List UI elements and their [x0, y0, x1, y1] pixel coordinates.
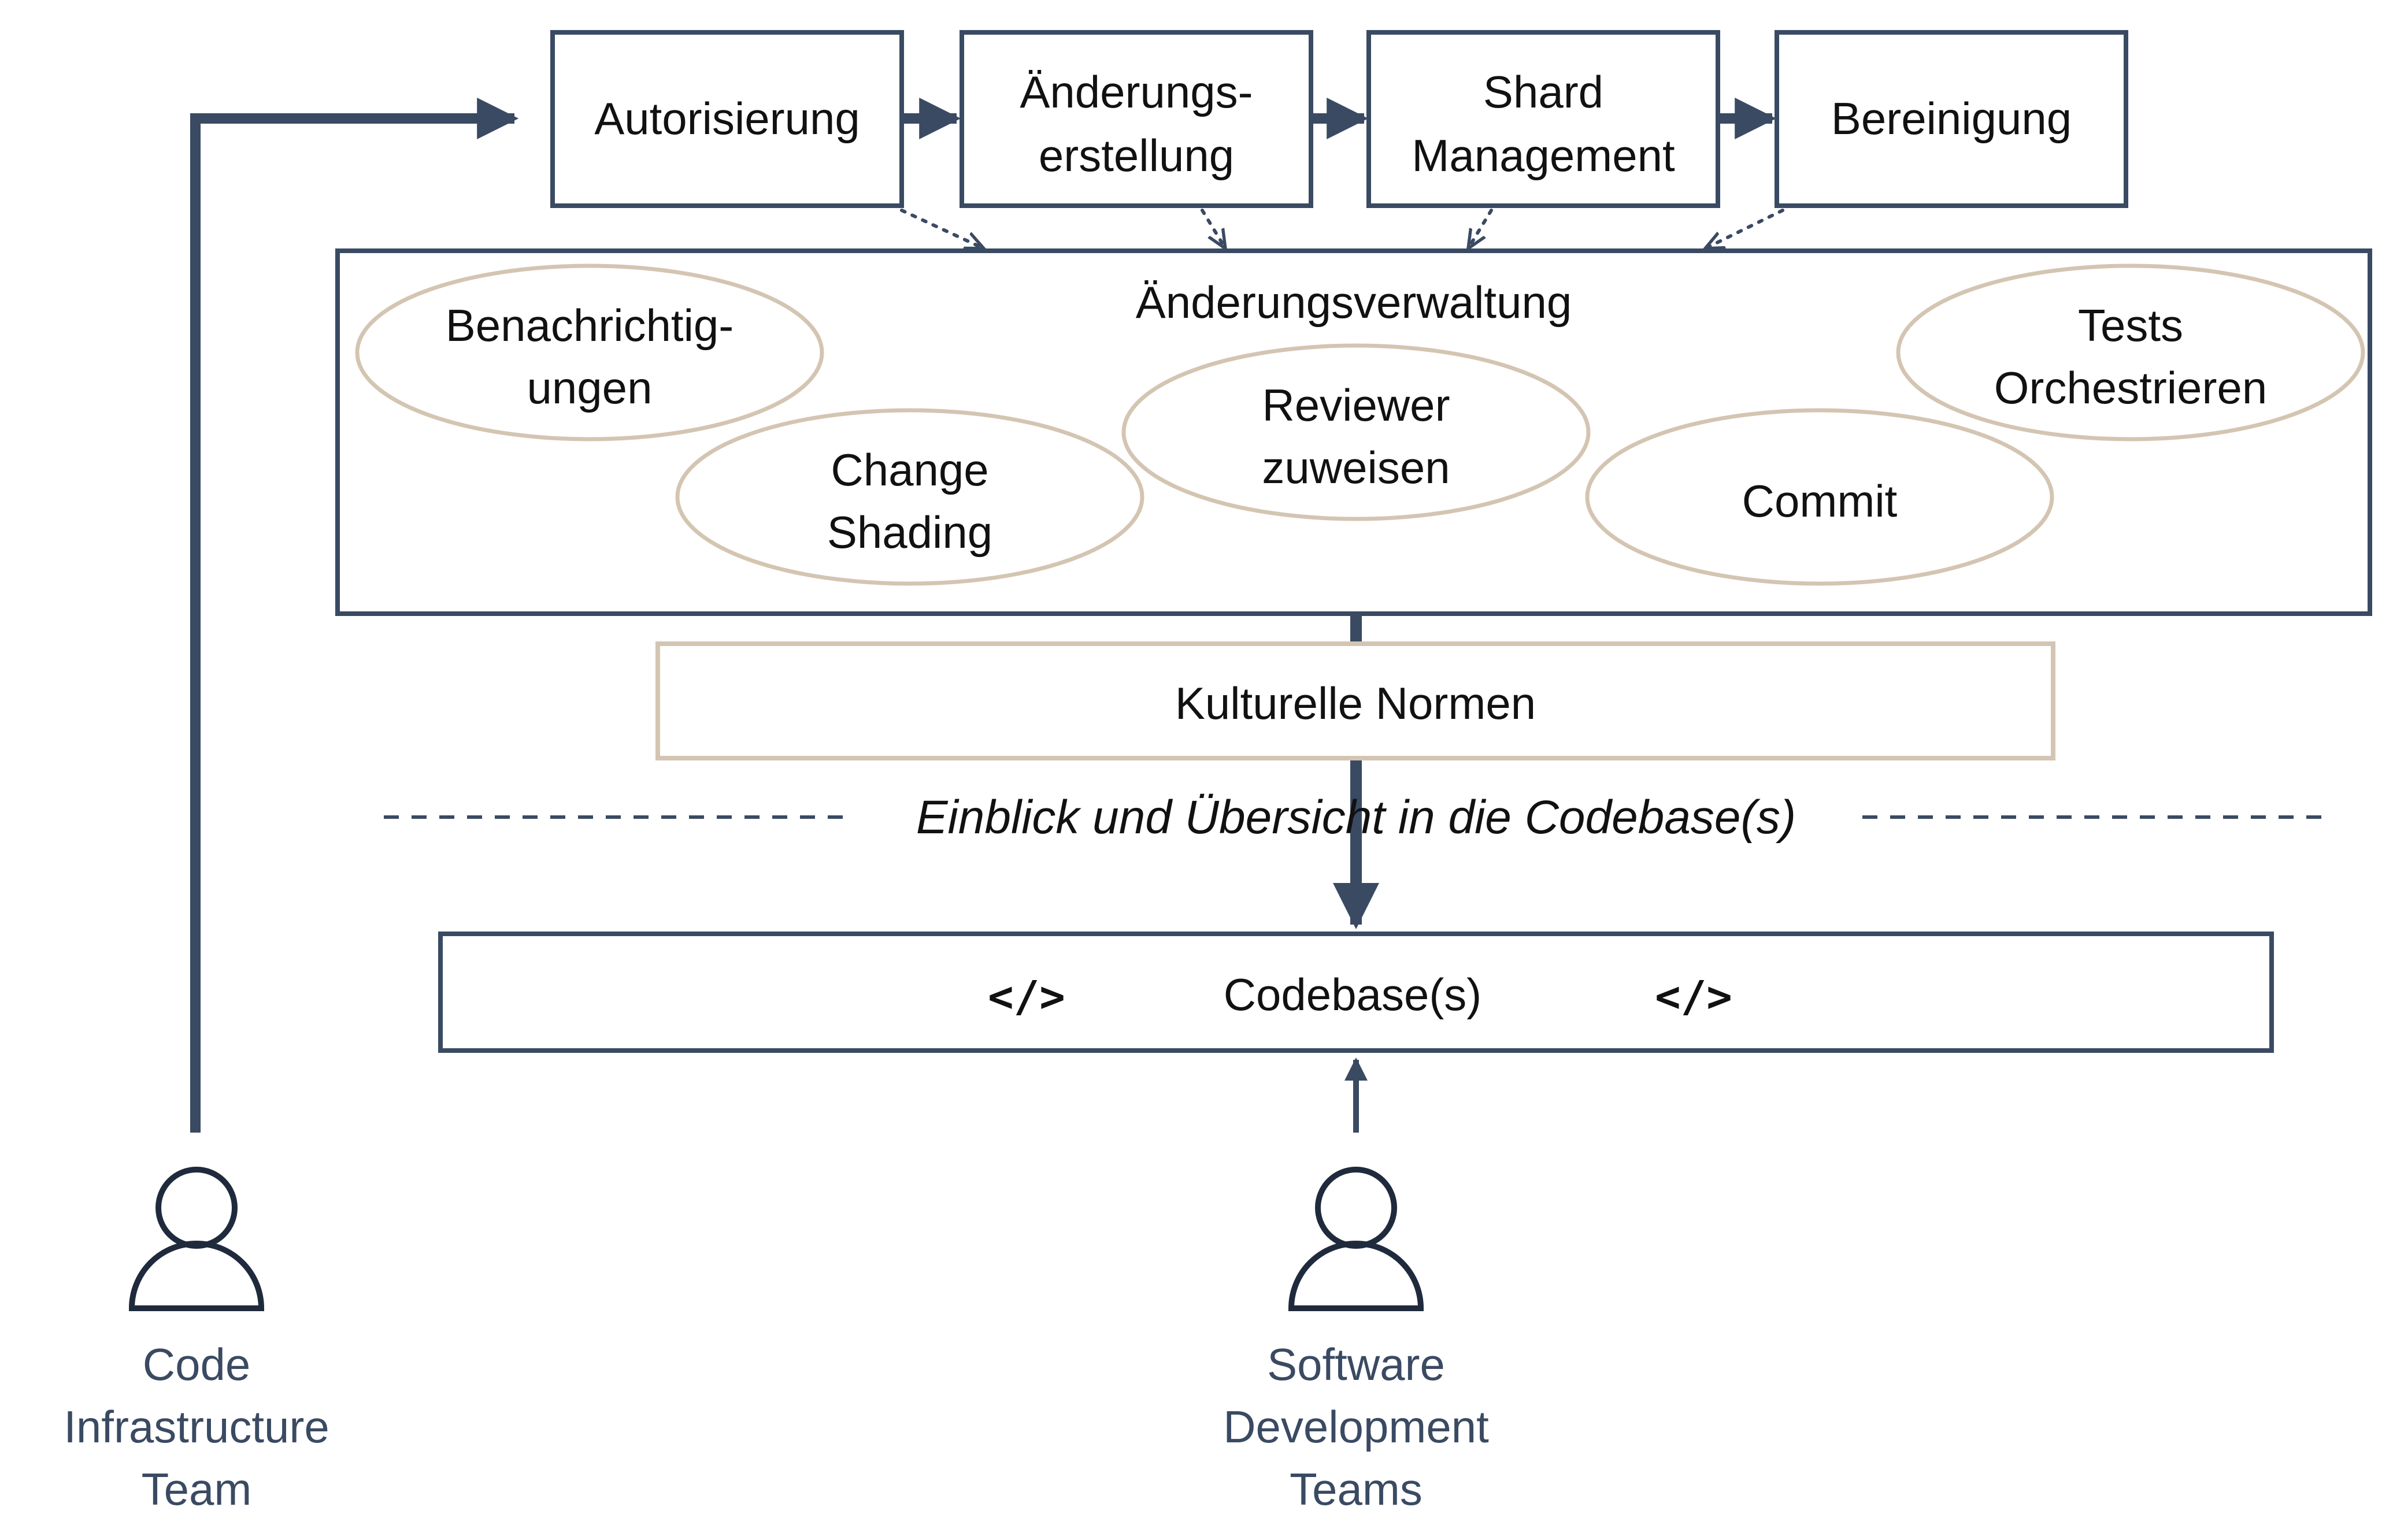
- ellipse-label: Commit: [1742, 476, 1898, 526]
- actor-label: Team: [142, 1464, 252, 1515]
- person-icon: [128, 1167, 265, 1311]
- process-step-label: Management: [1412, 130, 1675, 181]
- actor-label: Teams: [1290, 1464, 1423, 1515]
- ellipse-label: Shading: [827, 507, 992, 558]
- cultural-norms-box: Kulturelle Normen: [655, 641, 2055, 760]
- codebase-label: Codebase(s): [1224, 969, 1482, 1020]
- cultural-norms-label: Kulturelle Normen: [1175, 678, 1536, 729]
- ellipse-label: Change: [831, 444, 988, 495]
- ellipse-change-shading: Change Shading: [675, 408, 1144, 586]
- dotted-arrow-cleanup: [1705, 209, 1784, 250]
- process-step-label: Bereinigung: [1831, 93, 2072, 144]
- ellipse-label: Orchestrieren: [1994, 362, 2268, 413]
- actor-label: Code: [143, 1339, 250, 1390]
- process-step-label: erstellung: [1039, 130, 1234, 181]
- actor-label: Software: [1267, 1339, 1445, 1390]
- actor-software-development-teams: Software Development Teams: [1223, 1167, 1489, 1515]
- ellipse-commit: Commit: [1585, 408, 2054, 586]
- ellipse-label: Benachrichtig-: [446, 300, 734, 351]
- ellipse-label: zuweisen: [1262, 442, 1450, 493]
- dotted-arrow-shard-management: [1468, 209, 1493, 248]
- process-step-label: Shard: [1483, 66, 1603, 117]
- insight-label: Einblick und Übersicht in die Codebase(s…: [916, 791, 1796, 844]
- change-management-title: Änderungsverwaltung: [1136, 277, 1572, 328]
- process-step-authorization: Autorisierung: [550, 30, 904, 208]
- actor-code-infrastructure-team: Code Infrastructure Team: [64, 1167, 329, 1515]
- process-step-cleanup: Bereinigung: [1775, 30, 2128, 208]
- dotted-arrow-change-creation: [1201, 209, 1225, 248]
- infra-to-authorization-connector: [190, 98, 519, 1133]
- dotted-arrow-authorization: [900, 209, 984, 250]
- codebase-box: </> Codebase(s) </>: [438, 932, 2274, 1053]
- code-icon: </>: [1655, 972, 1732, 1022]
- process-step-change-creation: Änderungs- erstellung: [960, 30, 1313, 208]
- process-step-label: Autorisierung: [594, 93, 860, 144]
- ellipse-assign-reviewer: Reviewer zuweisen: [1121, 343, 1591, 521]
- ellipse-notifications: Benachrichtig- ungen: [355, 264, 824, 441]
- ellipse-label: ungen: [527, 362, 653, 413]
- ellipse-orchestrate-tests: Tests Orchestrieren: [1896, 264, 2365, 441]
- actor-label: Development: [1223, 1401, 1489, 1452]
- insight-divider: Einblick und Übersicht in die Codebase(s…: [384, 781, 2325, 845]
- actor-label: Infrastructure: [64, 1401, 329, 1452]
- person-icon: [1288, 1167, 1424, 1311]
- ellipse-label: Tests: [2078, 300, 2183, 351]
- ellipse-label: Reviewer: [1262, 380, 1450, 431]
- process-step-shard-management: Shard Management: [1366, 30, 1720, 208]
- process-step-label: Änderungs-: [1020, 66, 1253, 117]
- code-icon: </>: [988, 972, 1065, 1022]
